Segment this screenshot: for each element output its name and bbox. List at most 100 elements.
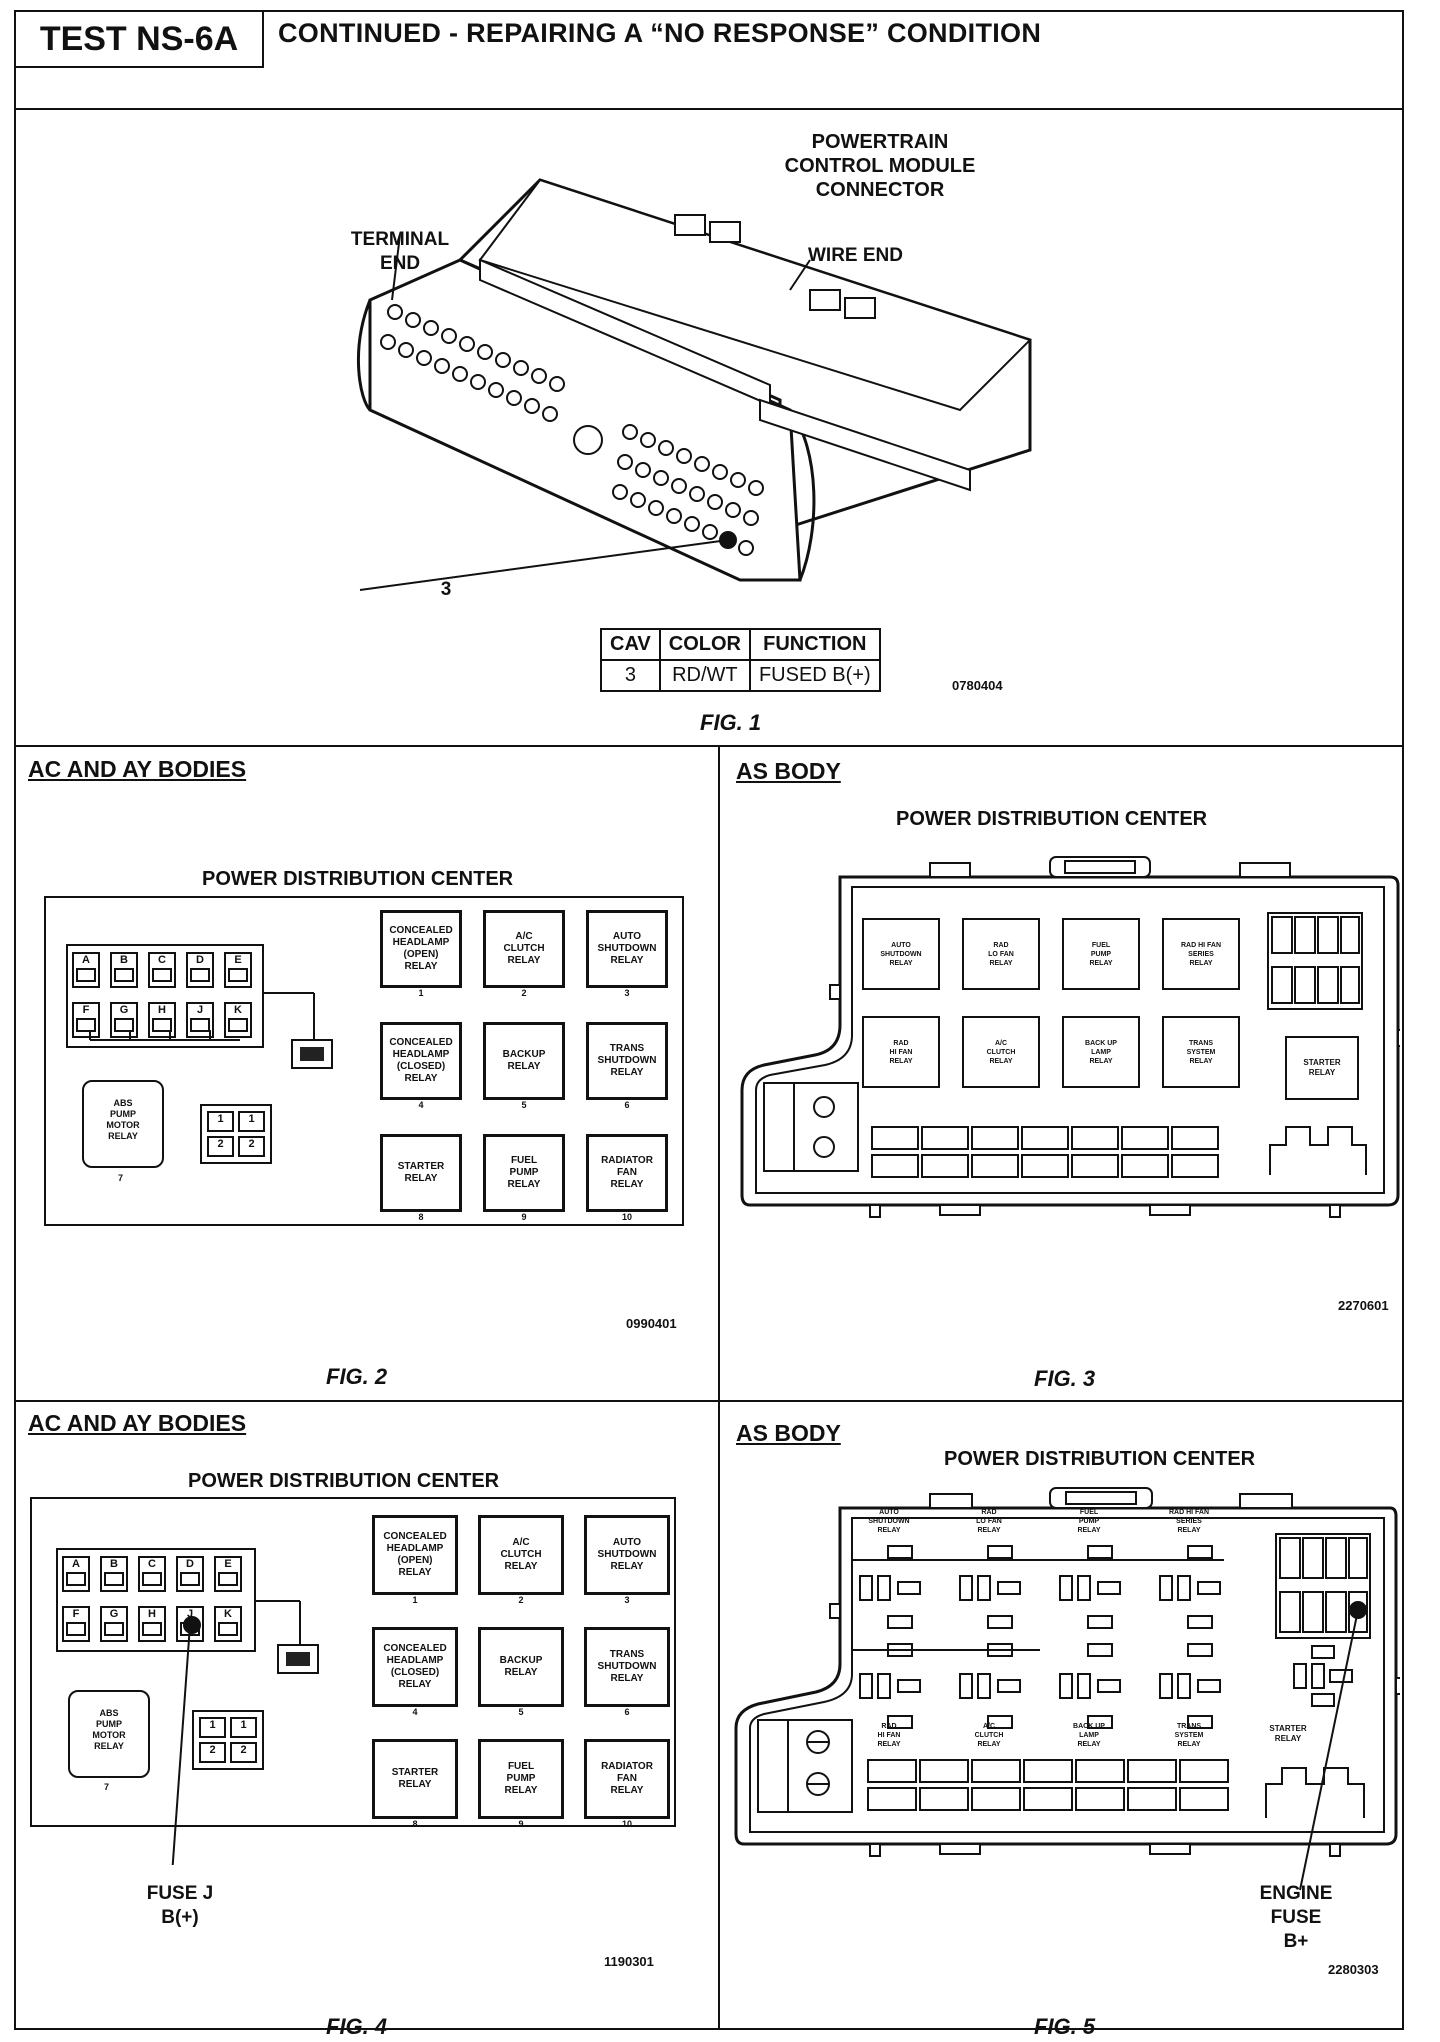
connector-title: POWERTRAIN CONTROL MODULE CONNECTOR	[784, 131, 976, 201]
fuse-cell: H	[138, 1606, 166, 1642]
fuse-element	[66, 1622, 86, 1636]
figure-caption: FIG. 3	[1034, 1366, 1096, 1391]
fuse-element	[228, 1018, 248, 1032]
fuse-cell: B	[110, 952, 138, 988]
fuse-cell: F	[72, 1002, 100, 1038]
fuse-element	[114, 1018, 134, 1032]
page-title: CONTINUED - REPAIRING A “NO RESPONSE” CO…	[278, 18, 1042, 48]
panel-title: AS BODY	[736, 758, 841, 784]
figure-caption: FIG. 4	[326, 2014, 388, 2039]
fuse-block	[66, 944, 264, 1048]
relay-number: 4	[412, 1707, 418, 1717]
fuse-cell: A	[62, 1556, 90, 1592]
relay-number: 5	[521, 1100, 527, 1110]
figure-caption: FIG. 2	[326, 1364, 388, 1389]
page-frame	[14, 10, 1404, 2030]
fuse-cell: C	[148, 952, 176, 988]
pdc-title: POWER DISTRIBUTION CENTER	[896, 808, 1208, 830]
relay-number: 10	[621, 1212, 632, 1222]
test-id: TEST NS-6A	[14, 10, 264, 68]
pcm-connector-drawing	[357, 178, 1032, 591]
relay-number: 8	[418, 1212, 424, 1222]
pdc-title: POWER DISTRIBUTION CENTER	[944, 1448, 1256, 1470]
relay-number: 9	[521, 1212, 527, 1222]
wire-end-label: WIRE END	[808, 245, 903, 266]
fuse-element	[76, 968, 96, 982]
fuse-cell: J	[186, 1002, 214, 1038]
relay-number: 9	[518, 1819, 524, 1829]
divider	[14, 108, 1404, 110]
figure-code: 0780404	[952, 678, 1003, 693]
fuse-cell: D	[186, 952, 214, 988]
cavity-callout: 3	[440, 579, 452, 600]
relay-number: 2	[518, 1595, 524, 1605]
fuse-cell: E	[214, 1556, 242, 1592]
cavity-table: CAV COLOR FUNCTION 3 RD/WT FUSED B(+)	[600, 628, 881, 692]
small-fuse-grid: 1 1 2 2	[200, 1104, 272, 1164]
fuse-cell: A	[72, 952, 100, 988]
fuse-cell: C	[138, 1556, 166, 1592]
fuse-cell: D	[176, 1556, 204, 1592]
fuse-j-callout	[171, 1600, 319, 1865]
fuse-element	[152, 1018, 172, 1032]
small-fuse-grid: 1 1 2 2	[192, 1710, 264, 1770]
fuse-cell: G	[110, 1002, 138, 1038]
figure-code: 2270601	[1338, 1298, 1389, 1313]
relay-number: 1	[418, 988, 424, 998]
relay-number: 6	[624, 1100, 630, 1110]
relay-number: 8	[412, 1819, 418, 1829]
figure-code: 1190301	[604, 1954, 654, 1969]
fuse-element	[114, 968, 134, 982]
fuse-element	[152, 968, 172, 982]
table-header: FUNCTION	[748, 628, 881, 661]
fuse-element	[76, 1018, 96, 1032]
fuse-element	[66, 1572, 86, 1586]
panel-title: AS BODY	[736, 1420, 841, 1446]
pdc-title: POWER DISTRIBUTION CENTER	[202, 868, 514, 890]
pdc-outline	[30, 1497, 676, 1827]
fuse-cell: B	[100, 1556, 128, 1592]
relay-number: 7	[118, 1173, 124, 1183]
fuse-cell: H	[148, 1002, 176, 1038]
divider	[718, 745, 720, 2030]
pdc-title: POWER DISTRIBUTION CENTER	[188, 1470, 500, 1492]
